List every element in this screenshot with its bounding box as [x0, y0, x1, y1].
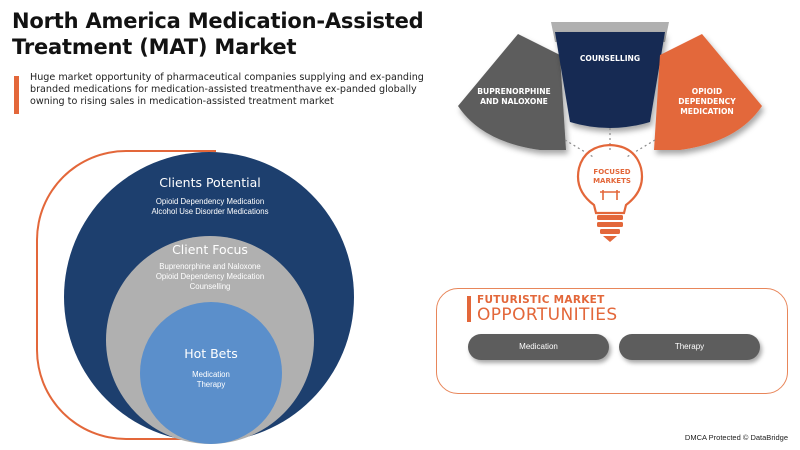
client-focus-title: Client Focus: [172, 242, 248, 257]
opportunities-accent-bar: [467, 296, 471, 322]
opportunity-pill-therapy: Therapy: [619, 334, 760, 360]
hot-bets-item: Medication: [192, 370, 230, 379]
clients-potential-title: Clients Potential: [159, 175, 261, 190]
clients-potential-item: Alcohol Use Disorder Medications: [151, 207, 269, 216]
clients-potential-item: Opioid Dependency Medication: [155, 197, 265, 206]
petal-label-counselling: COUNSELLING: [579, 54, 641, 63]
client-focus-item: Buprenorphine and Naloxone: [159, 262, 261, 271]
opportunities-title-line1: FUTURISTIC MARKET: [477, 294, 605, 306]
petal-counselling-cap: [551, 22, 669, 42]
opportunity-pill-medication: Medication: [468, 334, 609, 360]
hot-bets-item: Therapy: [196, 380, 226, 389]
petal-label-opioid-dependency: OPIOID DEPENDENCY MEDICATION: [678, 87, 736, 116]
opportunities-title-line2: OPPORTUNITIES: [477, 305, 618, 325]
client-focus-item: Opioid Dependency Medication: [155, 272, 265, 281]
decorative-arc: [36, 150, 216, 440]
lightbulb-icon: [576, 143, 644, 242]
hot-bets-title: Hot Bets: [184, 346, 238, 361]
petal-label-buprenorphine: BUPRENORPHINE AND NALOXONE: [477, 87, 551, 106]
page-title: North America Medication-Assisted Treatm…: [12, 9, 424, 59]
description-accent-bar: [14, 76, 19, 114]
client-focus-item: Counselling: [189, 282, 231, 291]
footer-copyright: DMCA Protected © DataBridge: [684, 433, 788, 442]
focused-markets-label: FOCUSED MARKETS: [593, 168, 631, 185]
circle-hot-bets: [140, 302, 282, 444]
petal-counselling: [555, 32, 665, 128]
connector-lines: [564, 128, 656, 159]
page-description: Huge market opportunity of pharmaceutica…: [30, 72, 424, 107]
